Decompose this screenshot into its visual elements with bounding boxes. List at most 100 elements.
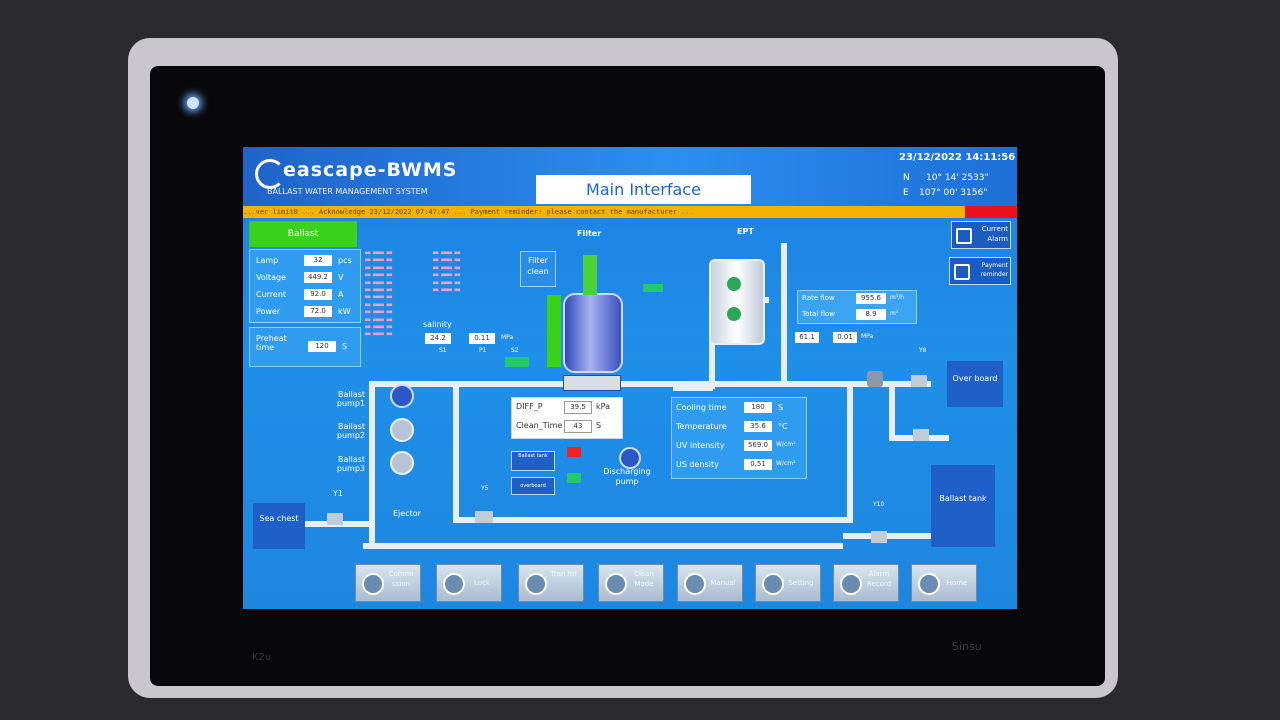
payment-reminder-button[interactable]: Payment reminder — [949, 257, 1011, 285]
rate-flow-label: Rate flow — [802, 294, 835, 302]
pipe-ept-out — [781, 243, 787, 383]
valve-y8-icon[interactable] — [911, 375, 927, 387]
latitude: 10° 14' 2533" — [926, 173, 989, 183]
nav-manual-label: Manual — [710, 579, 736, 587]
pump2-label: Ballast pump2 — [336, 422, 365, 440]
flow-meter-icon — [867, 371, 883, 387]
nav-clean-mode[interactable]: Clean Mode — [598, 564, 664, 602]
uv-intensity-unit: W/cm² — [776, 441, 796, 448]
outlet-unit: MPa — [861, 333, 874, 340]
filter-clean-button[interactable]: Filter clean — [520, 251, 556, 287]
overboard-button[interactable]: overboard — [511, 477, 555, 495]
manual-icon — [684, 573, 706, 595]
valve-green-icon[interactable] — [567, 473, 581, 483]
pipe-to-overboard — [781, 381, 931, 387]
lamp-panel: Lamp 32 pcs Voltage 449.2 V Current 92.0… — [249, 249, 361, 323]
payment-reminder-label: Payment reminder — [980, 262, 1008, 278]
device-mark-left: K2u — [252, 652, 272, 663]
voltage-value: 449.2 — [304, 272, 332, 283]
dp-panel: DIFF_P 39.5 kPa Clean_Time 43 S — [511, 397, 623, 439]
nav-home[interactable]: Home — [911, 564, 977, 602]
alarm-record-icon — [840, 573, 862, 595]
nav-transfer[interactable]: Tran fer — [518, 564, 584, 602]
discharging-pump-label: Discharging pump — [603, 467, 651, 486]
valve-filter-top-icon[interactable] — [643, 284, 663, 292]
filter-base-icon — [563, 375, 621, 391]
uv-intensity-label: UV intensity — [676, 441, 725, 450]
preheat-panel: Preheat time 120 S — [249, 327, 361, 367]
valve-y5-icon[interactable] — [475, 511, 493, 523]
dp-label: DIFF_P — [516, 402, 543, 411]
power-label: Power — [256, 307, 281, 316]
us-density-unit: W/cm² — [776, 460, 796, 467]
transfer-icon — [525, 573, 547, 595]
event-log-right: ■■ ■■■■ ■■■■ ■■■■ ■■■■ ■■■■ ■■■■ ■■■■ ■■… — [433, 251, 461, 294]
lamp-unit: pcs — [338, 256, 352, 265]
dp-value: 39.5 — [564, 401, 592, 414]
current-alarm-button[interactable]: Current Alarm — [951, 221, 1011, 249]
temperature-unit: °C — [778, 422, 788, 431]
uv-intensity-value: 569.0 — [744, 440, 772, 451]
lock-icon — [443, 573, 465, 595]
power-unit: kW — [338, 307, 351, 316]
voltage-unit: V — [338, 273, 344, 282]
pipe-ballast-down — [889, 387, 895, 437]
ejector-label: Ejector — [393, 509, 421, 518]
valve-y1-label: Y1 — [333, 489, 343, 498]
ballast-pump1-icon[interactable] — [390, 384, 414, 408]
lamp-label: Lamp — [256, 256, 279, 265]
valve-s2-icon[interactable] — [505, 357, 529, 367]
nav-commission[interactable]: Commi ssion — [355, 564, 421, 602]
page-title: Main Interface — [536, 175, 751, 204]
longitude-dir: E — [903, 188, 909, 198]
ballast-tank-button[interactable]: Ballast tank — [511, 451, 555, 471]
s2-label: S2 — [511, 347, 519, 354]
valve-y10-icon[interactable] — [871, 531, 887, 543]
sea-chest: Sea chest — [253, 503, 305, 549]
discharging-pump-icon[interactable] — [619, 447, 641, 469]
ballast-pump2-icon[interactable] — [390, 418, 414, 442]
latitude-dir: N — [903, 173, 910, 183]
ept-title: EPT — [737, 227, 754, 236]
valve-red-icon[interactable] — [567, 447, 581, 457]
ballast-mode-button[interactable]: Ballast — [249, 221, 357, 247]
current-value: 92.0 — [304, 289, 332, 300]
clean-icon — [605, 573, 627, 595]
nav-alarm-record[interactable]: Alarm Record — [833, 564, 899, 602]
inlet-pressure-value: 0.11 — [469, 333, 495, 344]
uv-panel: Cooling time 180 S Temperature 35.6 °C U… — [671, 397, 807, 479]
filter-motor-icon — [583, 255, 597, 295]
cooling-time-value: 180 — [744, 402, 772, 413]
ballast-tank: Ballast tank — [931, 465, 995, 547]
total-flow-label: Total flow — [802, 310, 835, 318]
outlet-value1: 61.1 — [795, 332, 819, 343]
overboard-tank: Over board — [947, 361, 1003, 407]
pipe-left-riser — [369, 387, 375, 547]
rate-flow-unit: m³/h — [890, 294, 905, 301]
valve-y1-icon[interactable] — [327, 513, 343, 525]
filter-vessel-icon — [563, 293, 623, 373]
longitude: 107° 00' 3156" — [919, 188, 988, 198]
valve-overboard-low-icon[interactable] — [913, 429, 929, 441]
nav-setting[interactable]: Setting — [755, 564, 821, 602]
voltage-label: Voltage — [256, 273, 287, 282]
salinity-label: salinity — [423, 320, 452, 329]
brand-name: eascape-BWMS — [283, 159, 458, 181]
ballast-pump3-icon[interactable] — [390, 451, 414, 475]
pump1-label: Ballast pump1 — [336, 390, 365, 408]
lamp-value: 32 — [304, 255, 332, 266]
filter-title: Filter — [577, 229, 602, 238]
brand-subtitle: BALLAST WATER MANAGEMENT SYSTEM — [267, 187, 428, 196]
ept-lamp2-icon — [727, 307, 741, 321]
pipe-lower — [453, 517, 853, 523]
alarm-ticker: ...ver limit0 ... Acknowledge 23/12/2022… — [243, 206, 965, 218]
status-led — [187, 97, 199, 109]
valve-y8-label: Y8 — [919, 347, 927, 354]
nav-lock[interactable]: Lock — [436, 564, 502, 602]
total-flow-unit: m³ — [890, 310, 899, 317]
nav-manual[interactable]: Manual — [677, 564, 743, 602]
preheat-label: Preheat time — [256, 334, 287, 352]
nav-alarm-record-label: Alarm Record — [866, 570, 892, 588]
pump3-label: Ballast pump3 — [336, 455, 365, 473]
p1-label: P1 — [479, 347, 487, 354]
